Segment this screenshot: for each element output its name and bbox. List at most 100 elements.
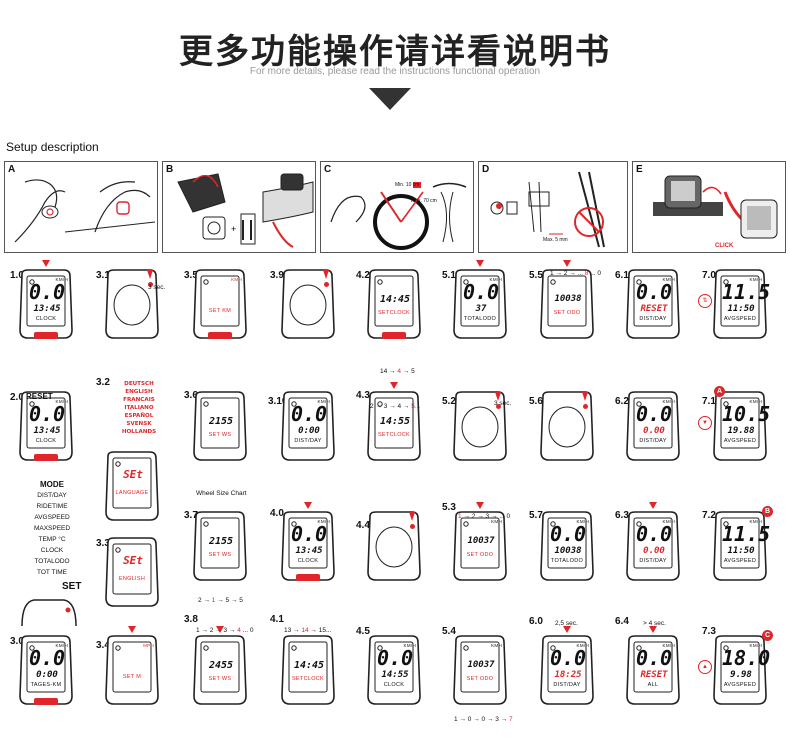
step-note: 3 sec. — [148, 284, 166, 291]
setup-label: LANGUAGE — [115, 490, 149, 496]
unit-label: KM/H — [55, 399, 68, 404]
unit-label: KM/H — [749, 519, 762, 524]
device-body — [281, 635, 335, 705]
language-item: SVENSK — [126, 421, 152, 427]
setting-value: 2455 — [208, 660, 234, 671]
language-item: ENGLISH — [125, 389, 153, 395]
sequence-token: 0 — [467, 716, 472, 723]
primary-readout: 0.0 — [549, 522, 587, 546]
unit-label: KM/H — [749, 643, 762, 648]
setting-label: SETCLOCK — [291, 676, 325, 682]
setting-value: 2155 — [208, 416, 234, 427]
unit-label: KM/H — [749, 399, 762, 404]
red-button-marker[interactable] — [410, 524, 415, 529]
bottom-button[interactable] — [208, 332, 232, 339]
device-body — [19, 269, 73, 339]
side-button-icon[interactable]: ▼ — [698, 416, 712, 430]
red-button-marker[interactable] — [496, 404, 501, 409]
mode-label: DIST/DAY — [639, 558, 667, 564]
panel-letter: D — [482, 164, 490, 175]
sequence-note: 2 → 1 → 5 → 5 — [198, 597, 243, 604]
mode-label: TOTALODO — [463, 316, 497, 322]
setting-label: SET ODO — [466, 676, 494, 682]
step-note: > 4 sec. — [643, 620, 666, 627]
device-body — [105, 269, 159, 339]
bottom-button[interactable] — [382, 332, 406, 339]
setup-panel-a: A — [4, 161, 158, 253]
setting-value: 14:45 — [379, 294, 411, 305]
sequence-token: → — [310, 627, 317, 634]
sequence-note: 1 → 0 → 0 → 3 → 7 — [454, 716, 513, 723]
press-top-arrow-icon — [476, 502, 484, 509]
secondary-readout: 13:45 — [295, 546, 323, 556]
sequence-token: → — [375, 403, 382, 410]
device-body — [453, 391, 507, 461]
device-body — [193, 635, 247, 705]
primary-readout: 0.0 — [290, 402, 328, 426]
secondary-readout: 19.88 — [727, 426, 755, 436]
unit-label: KM/H — [55, 643, 68, 648]
unit-label: KM/H — [662, 643, 675, 648]
device-body — [540, 635, 594, 705]
step-number: 3.8 — [184, 614, 198, 625]
step-number: 3.6 — [184, 390, 198, 401]
press-top-arrow-icon — [649, 502, 657, 509]
step-number: 4.5 — [356, 626, 370, 637]
unit-label: KM/H — [317, 519, 330, 524]
sequence-token: 8 — [584, 270, 589, 277]
sequence-token: 1 — [550, 270, 554, 277]
setting-label: SET ODO — [553, 310, 581, 316]
device-s39 — [278, 268, 338, 342]
side-button-icon[interactable]: ▲ — [698, 660, 712, 674]
secondary-readout: 18:25 — [554, 670, 582, 680]
sequence-token: → — [500, 716, 508, 723]
sensor-distance-illustration — [330, 182, 467, 250]
sequence-token: 13 — [284, 627, 292, 634]
device-body — [540, 269, 594, 339]
step-number: 5.2 — [442, 396, 456, 407]
sequence-token: 3 — [383, 403, 388, 410]
setting-label: SET WS — [208, 676, 232, 682]
step-number: 3.1 — [96, 270, 110, 281]
primary-readout: 0.0 — [635, 522, 673, 546]
device-body — [367, 635, 421, 705]
mode-item: MAXSPEED — [33, 525, 71, 532]
side-button-icon[interactable]: ⇅ — [698, 294, 712, 308]
bottom-button[interactable] — [34, 454, 58, 461]
red-button-marker[interactable] — [324, 282, 329, 287]
step-note: Wheel Size Chart — [196, 490, 247, 497]
red-button-marker[interactable] — [148, 282, 153, 287]
bottom-button[interactable] — [296, 574, 320, 581]
odo-value: 10037 — [467, 536, 495, 546]
device-body — [193, 511, 247, 581]
secondary-readout: 10038 — [554, 546, 582, 556]
sequence-note: 2 → 3 → 4 → 5... — [370, 403, 420, 410]
mode-label: CLOCK — [383, 682, 405, 688]
primary-readout: 0.0 — [290, 522, 328, 546]
mode-item: TEMP °C — [38, 536, 66, 543]
sequence-token: → — [389, 368, 396, 375]
bottom-button[interactable] — [34, 698, 58, 705]
sequence-token: 4 — [237, 627, 241, 634]
bottom-button[interactable] — [34, 332, 58, 339]
mode-title: MODE — [40, 480, 64, 489]
panel-letter: C — [324, 164, 332, 175]
red-button-marker[interactable] — [583, 404, 588, 409]
svg-text:CLICK: CLICK — [715, 243, 734, 249]
setup-readout: SEt — [123, 554, 143, 567]
unit-label: KM/H — [403, 643, 416, 648]
device-body — [105, 635, 159, 705]
primary-readout: 0.0 — [28, 402, 66, 426]
unit-label: KM/H — [317, 399, 330, 404]
